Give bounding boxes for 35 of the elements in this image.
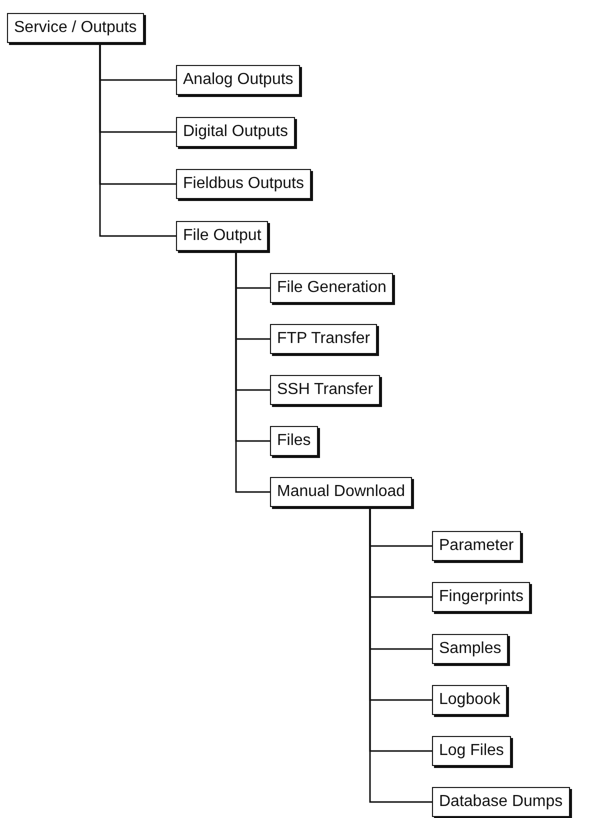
item-label: Service / Outputs [14,19,137,36]
menu-item-box [270,477,412,507]
menu-item-box [432,736,511,766]
item-label: Database Dumps [439,793,563,810]
menu-item-box [432,634,508,664]
menu-item-box [270,375,380,405]
tree-connector [369,509,432,803]
item-label: Parameter [439,537,514,554]
item-label: Logbook [439,691,500,708]
tree-connector [99,45,176,237]
item-label: FTP Transfer [277,330,370,347]
item-label: Manual Download [277,483,406,500]
menu-item-box [176,65,300,95]
menu-item-box [176,117,295,147]
item-label: Digital Outputs [183,123,288,140]
item-label: SSH Transfer [277,381,374,398]
item-label: Log Files [439,742,504,759]
item-label: File Generation [277,279,386,296]
menu-item-box [432,787,570,817]
menu-item-box [270,273,394,303]
menu-item-box [432,531,521,561]
item-label: Fingerprints [439,588,524,605]
item-label: Analog Outputs [183,71,294,88]
menu-item-box [432,685,508,715]
item-label: Samples [439,640,502,657]
menu-item-box [270,324,378,354]
item-label: Files [277,432,311,449]
menu-item-box [7,13,144,43]
menu-item-box [176,221,268,251]
item-label: Fieldbus Outputs [183,175,304,192]
menu-item-box [176,169,311,199]
item-label: File Output [183,227,262,244]
menu-item-box [432,582,530,612]
tree-connector [235,253,270,493]
menu-item-box [270,426,318,456]
